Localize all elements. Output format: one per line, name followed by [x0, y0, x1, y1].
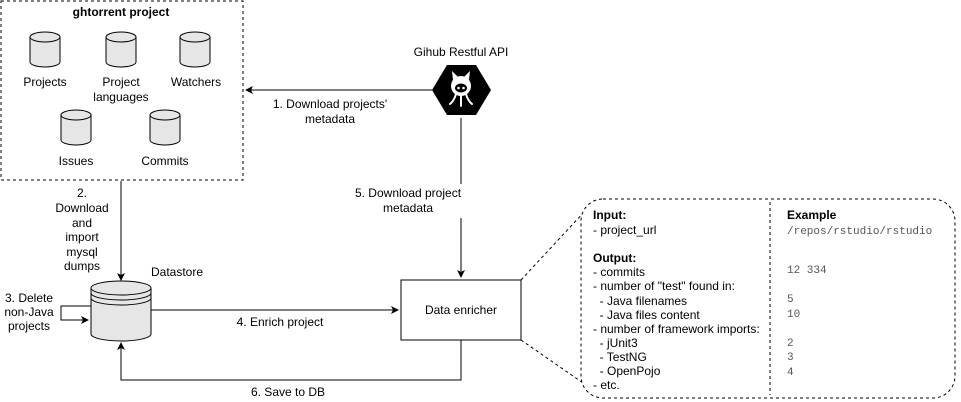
- example-commits-value: 12 334: [787, 265, 827, 277]
- step5-label-line2: metadata: [383, 201, 433, 215]
- project-languages-table: Project languages: [93, 31, 149, 104]
- example-testng-value: 3: [787, 352, 794, 364]
- step2-label-line5: mysql: [66, 245, 97, 259]
- output-item-openpojo: - OpenPojo: [593, 364, 661, 378]
- input-item: - project_url: [593, 223, 656, 237]
- watchers-label: Watchers: [171, 75, 221, 89]
- issues-table: Issues: [59, 109, 94, 168]
- data-enricher-label: Data enricher: [425, 303, 497, 317]
- github-octocat-icon: [432, 65, 491, 115]
- step2-label-line3: and: [72, 216, 92, 230]
- output-item-etc: - etc.: [593, 378, 620, 392]
- step1-label-line2: metadata: [305, 112, 355, 126]
- step3-label-line1: 3. Delete: [5, 291, 53, 305]
- datastore-label: Datastore: [151, 265, 203, 279]
- step2-label-line4: import: [65, 230, 99, 244]
- step2-label-line6: dumps: [64, 259, 100, 273]
- commits-label: Commits: [141, 154, 188, 168]
- step2-label-bg: [50, 185, 116, 275]
- data-enricher-box: [400, 279, 522, 341]
- detail-connector-bottom: [520, 339, 587, 386]
- arrow-save-to-db: [117, 340, 462, 381]
- projects-label: Projects: [23, 75, 66, 89]
- step4-label: 4. Enrich project: [237, 315, 324, 329]
- enricher-detail-panel: [580, 198, 956, 399]
- step3-label-line3: projects: [8, 319, 50, 333]
- step5-label-bg: [343, 184, 473, 218]
- output-item-java-content: - Java files content: [593, 308, 700, 322]
- example-java-filenames-value: 5: [787, 294, 794, 306]
- input-heading: Input:: [593, 208, 626, 222]
- step2-label-line1: 2.: [77, 186, 87, 200]
- output-item-framework-imports: - number of framework imports:: [593, 322, 760, 336]
- step6-label: 6. Save to DB: [251, 385, 325, 399]
- output-heading: Output:: [593, 251, 636, 265]
- output-item-java-filenames: - Java filenames: [593, 294, 687, 308]
- output-item-commits: - commits: [593, 265, 645, 279]
- output-item-test-count: - number of "test" found in:: [593, 279, 735, 293]
- output-item-junit3: - jUnit3: [593, 336, 638, 350]
- example-junit3-value: 2: [787, 338, 794, 350]
- commits-table: Commits: [141, 109, 189, 168]
- ghtorrent-title: ghtorrent project: [73, 5, 170, 19]
- example-openpojo-value: 4: [787, 367, 794, 379]
- datastore-cylinder: [90, 280, 152, 342]
- api-label: Gihub Restful API: [414, 45, 509, 59]
- example-heading: Example: [787, 208, 837, 222]
- projects-table: Projects: [23, 31, 67, 89]
- project-languages-label-line2: languages: [93, 90, 148, 104]
- watchers-table: Watchers: [171, 31, 221, 89]
- example-java-content-value: 10: [787, 309, 800, 321]
- step3-label-line2: non-Java: [4, 305, 54, 319]
- project-languages-label-line1: Project: [102, 75, 140, 89]
- step1-label-line1: 1. Download projects': [273, 97, 387, 111]
- arrow-delete-non-java: [60, 305, 91, 324]
- detail-connector-top: [520, 209, 587, 281]
- output-item-testng: - TestNG: [593, 350, 647, 364]
- step5-label-line1: 5. Download project: [355, 186, 462, 200]
- example-input-value: /repos/rstudio/rstudio: [787, 226, 932, 238]
- issues-label: Issues: [59, 154, 94, 168]
- ghtorrent-group: [0, 0, 244, 181]
- step2-label-line2: Download: [55, 201, 108, 215]
